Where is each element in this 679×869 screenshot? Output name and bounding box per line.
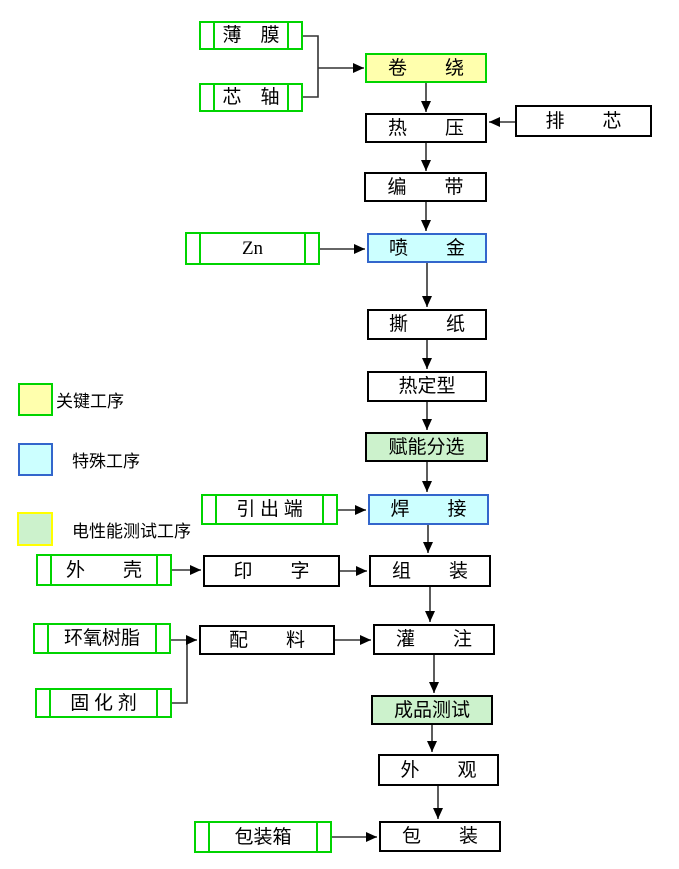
node-potting: 灌 注 — [373, 624, 495, 655]
node-core-arranging: 排 芯 — [515, 105, 652, 137]
node-final-test: 成品测试 — [371, 695, 493, 725]
node-batching: 配 料 — [199, 625, 335, 655]
legend-swatch-special-process — [18, 443, 53, 476]
legend-swatch-test-process — [17, 512, 53, 546]
legend-label-test-process: 电性能测试工序 — [72, 521, 191, 541]
node-energizing-sorting: 赋能分选 — [365, 432, 488, 462]
node-appearance: 外 观 — [378, 754, 499, 786]
node-winding: 卷 绕 — [365, 53, 487, 83]
legend-item-key: 关键工序 — [18, 383, 124, 416]
node-taping: 编 带 — [364, 172, 487, 202]
node-packaging: 包 装 — [379, 821, 501, 852]
node-epoxy-resin: 环氧树脂 — [33, 623, 171, 654]
node-heat-setting: 热定型 — [367, 371, 487, 402]
legend-label-key-process: 关键工序 — [56, 392, 124, 411]
node-film: 薄 膜 — [199, 21, 303, 50]
node-printing: 印 字 — [203, 555, 340, 587]
node-assembly: 组 装 — [369, 555, 491, 587]
node-curing-agent: 固 化 剂 — [35, 688, 172, 718]
node-paper-tearing: 撕 纸 — [367, 309, 487, 340]
node-welding: 焊 接 — [368, 494, 489, 525]
legend-label-special-process: 特殊工序 — [72, 452, 140, 471]
legend-item-special: 特殊工序 — [18, 443, 140, 476]
node-zn: Zn — [185, 232, 320, 265]
legend-item-test: 电性能测试工序 — [17, 512, 191, 546]
bracket-film-mandrel — [303, 35, 319, 98]
node-packing-box: 包装箱 — [194, 821, 332, 853]
node-hot-pressing: 热 压 — [365, 113, 487, 143]
riser-curing-agent — [172, 641, 188, 704]
node-mandrel: 芯 轴 — [199, 83, 303, 112]
node-metal-spraying: 喷 金 — [367, 233, 487, 263]
legend-swatch-key-process — [18, 383, 53, 416]
node-casing: 外 壳 — [36, 554, 172, 586]
node-lead-terminal: 引 出 端 — [201, 494, 338, 525]
